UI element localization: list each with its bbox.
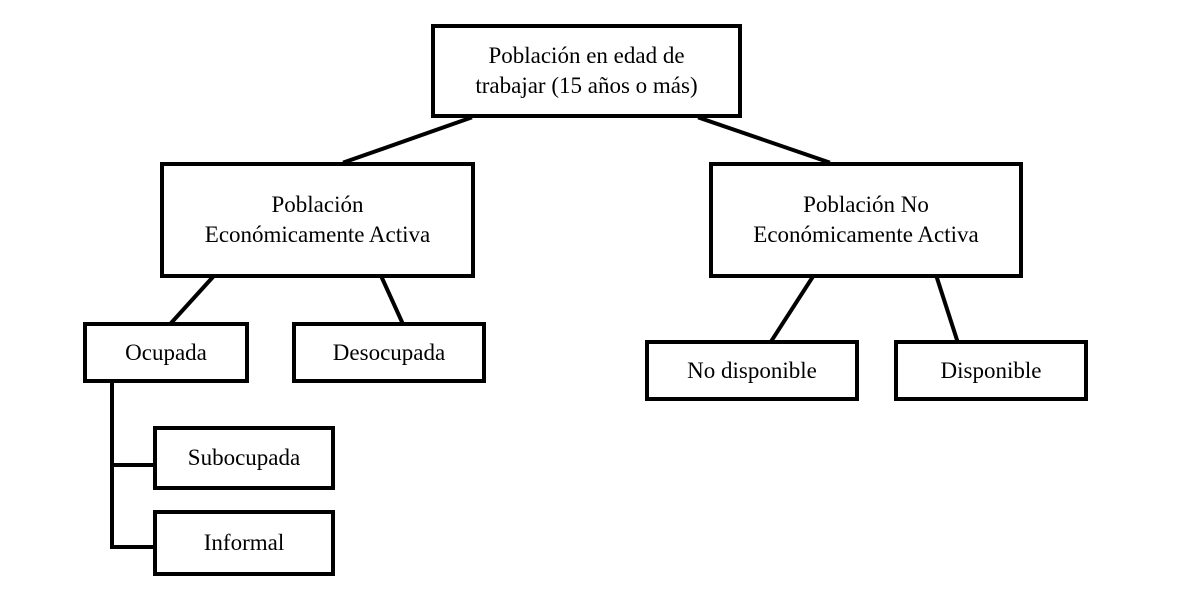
- node-subocupada: Subocupada: [153, 426, 335, 490]
- node-desocupada-label: Desocupada: [332, 339, 446, 365]
- connector-pnea-disponible: [934, 275, 960, 343]
- connector-pnea-nodisponible: [769, 275, 815, 343]
- connector-pea-desocupada: [379, 275, 405, 325]
- node-root-poblacion-edad-trabajar: Población en edad de trabajar (15 años o…: [431, 24, 742, 118]
- node-no-disponible: No disponible: [645, 340, 859, 401]
- node-poblacion-no-economicamente-activa: Población No Económicamente Activa: [709, 162, 1023, 278]
- node-root-line2: trabajar (15 años o más): [475, 73, 698, 98]
- node-pea-line2: Económicamente Activa: [204, 222, 431, 247]
- node-no-disponible-label: No disponible: [687, 357, 817, 383]
- connector-root-pea: [342, 115, 473, 165]
- node-root-line1: Población en edad de: [488, 43, 685, 68]
- node-informal-label: Informal: [203, 530, 285, 555]
- node-informal: Informal: [153, 510, 335, 576]
- node-pnea-line2: Económicamente Activa: [753, 222, 979, 247]
- node-disponible: Disponible: [894, 340, 1088, 401]
- node-poblacion-economicamente-activa: Población Económicamente Activa: [160, 162, 475, 278]
- connector-root-pnea: [697, 115, 831, 165]
- node-disponible-label: Disponible: [940, 357, 1042, 383]
- node-ocupada-label: Ocupada: [125, 339, 207, 365]
- node-pnea-line1: Población No: [803, 192, 929, 217]
- node-desocupada: Desocupada: [292, 322, 486, 383]
- node-ocupada: Ocupada: [83, 322, 249, 383]
- node-pea-line1: Población: [271, 192, 364, 217]
- connector-pea-ocupada: [169, 275, 215, 325]
- node-subocupada-label: Subocupada: [187, 445, 301, 470]
